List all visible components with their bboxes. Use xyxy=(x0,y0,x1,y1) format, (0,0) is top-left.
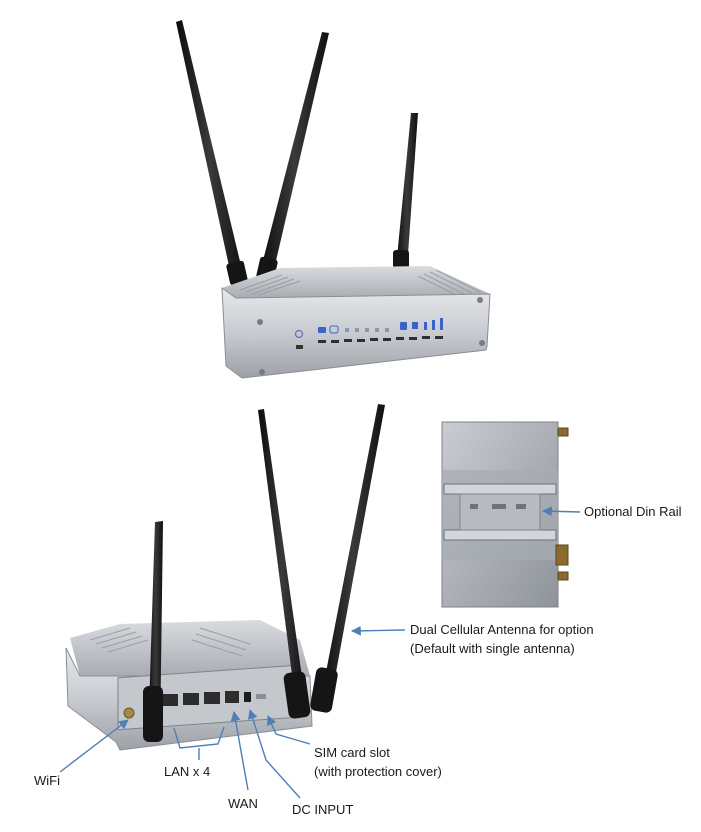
wifi-connector xyxy=(123,707,135,719)
rear-antenna-cell-1 xyxy=(258,409,311,719)
rear-antenna-cell-2 xyxy=(310,404,385,713)
rear-heatsink-fins xyxy=(89,627,251,657)
rear-antenna-wifi xyxy=(143,521,163,742)
screw xyxy=(477,297,483,303)
wifi-label: WiFi xyxy=(34,773,60,788)
dual-antenna-sublabel: (Default with single antenna) xyxy=(410,641,575,656)
wan-label: WAN xyxy=(228,796,258,811)
router-front-view xyxy=(176,20,491,379)
screw xyxy=(257,319,263,325)
din-rail-arrow xyxy=(542,506,581,517)
sim-slot-label: SIM card slot xyxy=(314,745,390,760)
front-chassis-face xyxy=(221,286,491,379)
dc-input-jack xyxy=(244,692,251,702)
front-antenna-left xyxy=(176,20,248,286)
router-rear-view xyxy=(65,404,385,751)
lan-bracket xyxy=(173,726,225,749)
dual-antenna-label: Dual Cellular Antenna for option xyxy=(410,622,594,637)
front-heatsink-fins xyxy=(239,269,481,296)
din-rail-view xyxy=(441,421,569,608)
front-antenna-right xyxy=(393,113,418,270)
wan-port xyxy=(225,691,239,703)
sim-slot-sublabel: (with protection cover) xyxy=(314,764,442,779)
callout-arrows xyxy=(59,506,581,799)
lan-port xyxy=(183,693,199,705)
lan-ports xyxy=(162,691,239,706)
din-rail-bar-top xyxy=(443,483,557,495)
sim-slot xyxy=(256,694,266,699)
lan-port xyxy=(204,692,220,704)
sim-slot-arrow xyxy=(267,715,311,745)
lan-port xyxy=(162,694,178,706)
screw xyxy=(259,369,265,375)
din-rail-label: Optional Din Rail xyxy=(584,504,682,519)
power-button xyxy=(296,345,303,349)
front-led-panel xyxy=(318,318,443,343)
dc-input-arrow xyxy=(248,709,301,799)
wifi-arrow xyxy=(59,719,129,773)
power-icon xyxy=(294,329,304,339)
wan-arrow xyxy=(230,711,249,791)
front-chassis-top xyxy=(222,266,490,298)
dual-antenna-arrow xyxy=(351,625,406,636)
front-antenna-middle xyxy=(256,32,329,282)
dc-input-label: DC INPUT xyxy=(292,802,354,817)
screw xyxy=(479,340,485,346)
din-rail-connectors xyxy=(555,427,569,581)
lan-label: LAN x 4 xyxy=(164,764,211,779)
din-rail-bar-bottom xyxy=(443,529,557,541)
